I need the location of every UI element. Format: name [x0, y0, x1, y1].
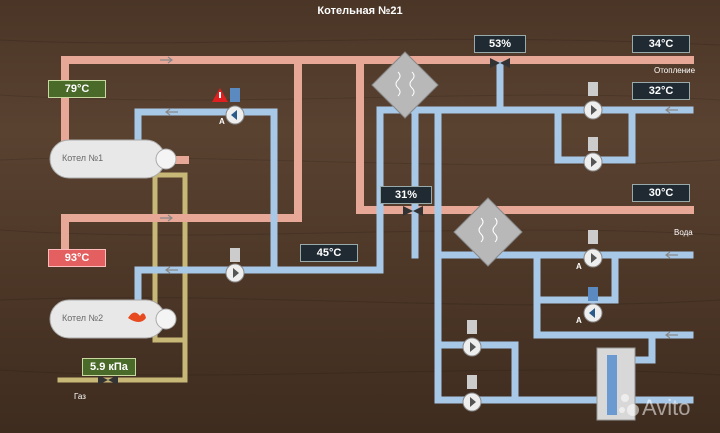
gas-label: Газ — [74, 392, 86, 401]
boiler-1-name: Котел №1 — [62, 153, 104, 163]
heat-exchanger-2 — [453, 197, 523, 267]
heat-exchanger-1 — [371, 51, 439, 119]
boiler-1-temp: 79°C — [48, 80, 106, 98]
boiler-2-name: Котел №2 — [62, 313, 104, 323]
flow-arrows — [160, 56, 678, 339]
boiler-2-temp: 93°C — [48, 249, 106, 267]
pump-boiler-1[interactable] — [225, 88, 245, 125]
alarm-warning-icon[interactable] — [212, 88, 228, 102]
pump-heating-2[interactable] — [583, 137, 603, 172]
hot-pipes — [61, 56, 694, 254]
pump-water-2[interactable] — [583, 287, 603, 323]
heating-valve-value: 53% — [474, 35, 526, 53]
gas-valve-icon[interactable] — [98, 375, 118, 385]
pump-mode-label-3: А — [576, 316, 582, 325]
pump-circ-1[interactable] — [462, 320, 482, 357]
pump-mode-label-2: А — [576, 262, 582, 271]
svg-text:Avito: Avito — [642, 395, 691, 420]
heating-valve-icon[interactable] — [490, 58, 510, 68]
pump-mode-label-1: А — [219, 117, 225, 126]
avito-logo: Avito — [619, 394, 691, 420]
pump-heating-1[interactable] — [583, 82, 603, 120]
water-valve-icon[interactable] — [403, 206, 423, 216]
page-title: Котельная №21 — [317, 5, 403, 17]
pump-boiler-2[interactable] — [225, 248, 245, 283]
pump-circ-2[interactable] — [462, 375, 482, 412]
boiler-2[interactable] — [49, 299, 177, 339]
water-valve-value: 31% — [380, 186, 432, 204]
heating-circuit-label: Отопление — [654, 66, 696, 75]
water-out-temp: 30°C — [632, 184, 690, 202]
boiler-return-temp: 45°C — [300, 244, 358, 262]
pumps — [225, 82, 603, 412]
pump-water-1[interactable] — [583, 230, 603, 268]
flame-icon — [128, 312, 146, 322]
heating-out-temp: 34°C — [632, 35, 690, 53]
gas-pressure: 5.9 кПа — [82, 358, 136, 376]
boiler-1[interactable] — [49, 139, 177, 179]
heating-return-temp: 32°C — [632, 82, 690, 100]
gas-pipes — [57, 172, 188, 383]
water-circuit-label: Вода — [674, 228, 693, 237]
